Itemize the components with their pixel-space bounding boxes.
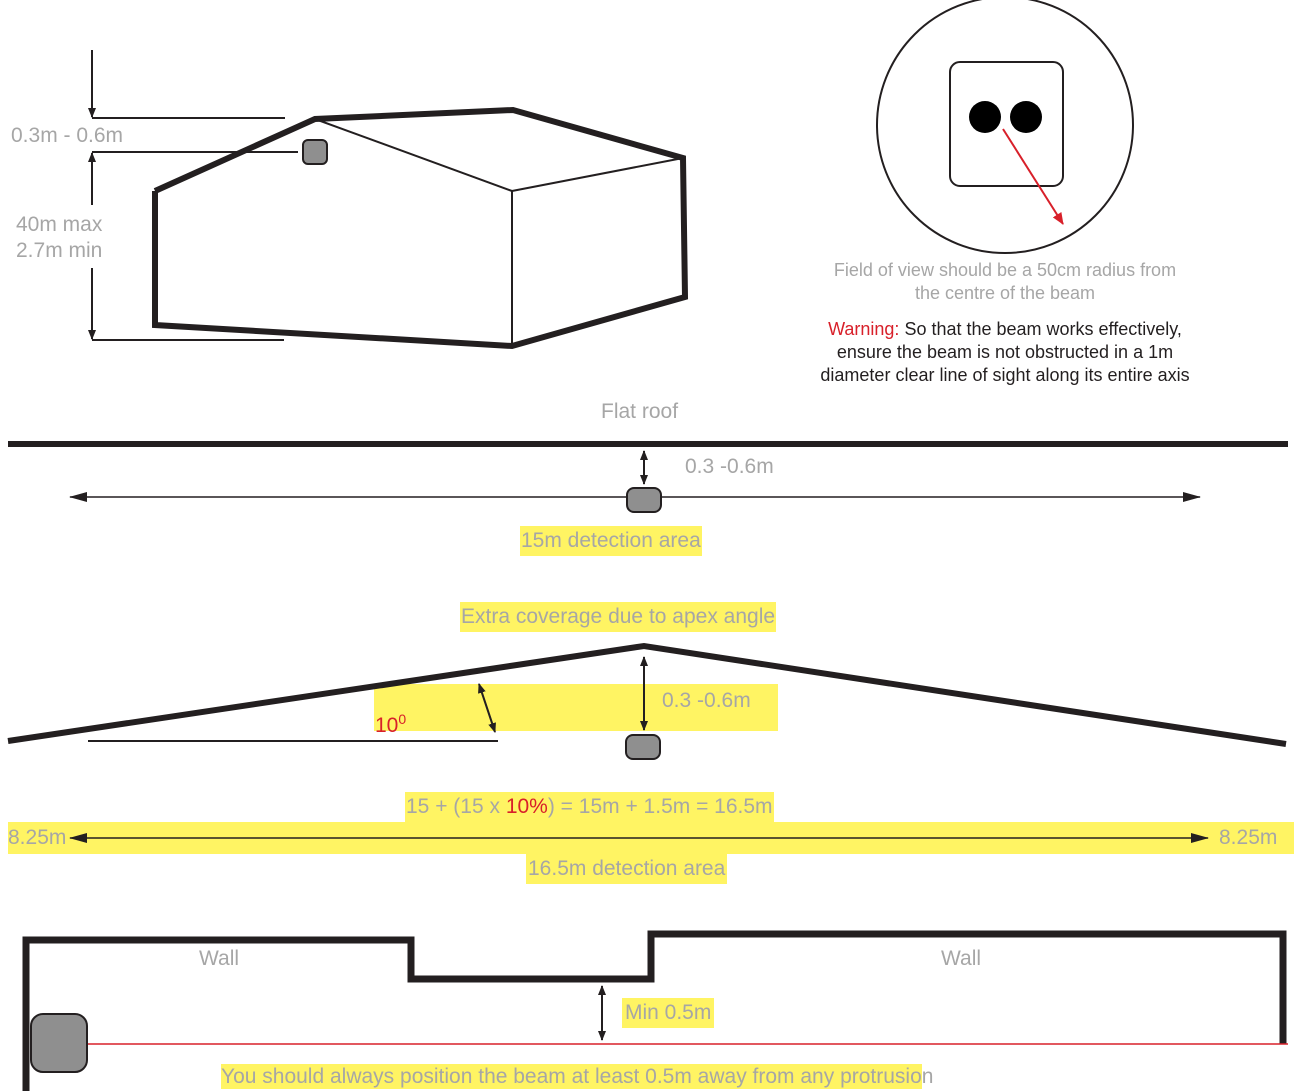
apex-beam-sensor (625, 734, 661, 760)
top-gap-label: 0.3m - 0.6m (11, 124, 124, 147)
wall-left-label: Wall (199, 947, 240, 970)
warning-line1: So that the beam works effectively, (904, 319, 1182, 339)
flat-roof-gap-label: 0.3 -0.6m (685, 455, 774, 478)
flat-roof-title: Flat roof (601, 400, 679, 423)
wall-outline (22, 930, 1287, 1091)
height-max-label: 40m max (16, 213, 103, 236)
flat-roof-beam-sensor (626, 487, 662, 513)
beam-lens-left (969, 101, 1001, 133)
field-of-view-caption: Field of view should be a 50cm radius fr… (760, 259, 1250, 305)
apex-angle-degree: 0 (398, 711, 407, 727)
apex-gap-label: 0.3 -0.6m (662, 689, 751, 712)
field-of-view-circle (876, 0, 1134, 254)
apex-angle-value: 10 (375, 714, 399, 737)
apex-title: Extra coverage due to apex angle (460, 602, 777, 632)
warning-line3: diameter clear line of sight along its e… (820, 365, 1190, 385)
protrusion-drawing (22, 930, 1288, 1091)
fov-caption-line2: the centre of the beam (914, 283, 1096, 303)
protrusion-note-main: You should always position the beam at l… (221, 1064, 922, 1089)
flat-roof-drawing (8, 441, 1288, 513)
formula-pre: 15 + (15 x (406, 795, 506, 818)
radius-arrow (1002, 128, 1064, 225)
protrusion-note-tail: n (921, 1065, 934, 1088)
apex-roof-line (7, 642, 1287, 747)
warning-label: Warning: (828, 319, 900, 339)
building-drawing (152, 106, 689, 350)
apex-highlight-band (374, 684, 778, 731)
min-gap-label: Min 0.5m (622, 998, 715, 1028)
apex-detection-label: 16.5m detection area (526, 854, 728, 884)
apex-angle-label: 100 (375, 706, 406, 739)
flat-roof-detection-label: 15m detection area (520, 526, 702, 556)
formula-post: ) = 15m + 1.5m = 16.5m (547, 795, 773, 818)
building-outline (152, 106, 689, 350)
warning-note: Warning: So that the beam works effectiv… (760, 318, 1250, 387)
wall-right-label: Wall (941, 947, 982, 970)
building-dimensions (88, 50, 298, 341)
beam-head-box (949, 61, 1064, 187)
beam-lens-right (1010, 101, 1042, 133)
apex-roof-drawing (7, 642, 1287, 760)
protrusion-note: You should always position the beam at l… (221, 1064, 933, 1090)
protrusion-beam-sensor (30, 1013, 88, 1073)
height-min-label: 2.7m min (16, 239, 103, 262)
warning-line2: ensure the beam is not obstructed in a 1… (836, 342, 1174, 362)
apex-angle-arrow (478, 683, 496, 733)
field-of-view-drawing (876, 0, 1134, 254)
fov-caption-line1: Field of view should be a 50cm radius fr… (833, 260, 1177, 280)
left-extent-label: 8.25m (8, 826, 67, 849)
right-extent-label: 8.25m (1219, 826, 1278, 849)
formula-percent: 10% (505, 795, 548, 818)
building-beam-sensor (302, 139, 328, 165)
apex-formula: 15 + (15 x 10%) = 15m + 1.5m = 16.5m (405, 792, 774, 822)
